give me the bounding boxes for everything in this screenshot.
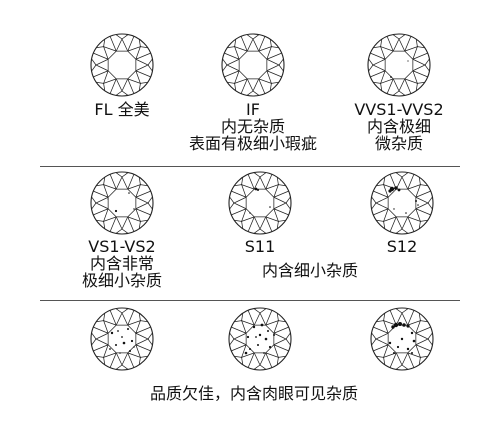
shared-caption: 内含细小杂质: [262, 261, 359, 280]
inclusion-dot: [135, 332, 137, 334]
inclusion-dot: [133, 208, 135, 210]
inclusion-dot: [255, 336, 257, 338]
grade-i1: [47, 306, 197, 372]
inclusion-dot: [268, 345, 272, 349]
inclusion-dot: [391, 325, 395, 329]
inclusion-dot: [252, 325, 256, 329]
inclusion-dot: [263, 352, 265, 354]
diamond-icon: [221, 33, 285, 97]
grade-si1: S11: [185, 170, 335, 255]
inclusion-dot: [110, 331, 114, 335]
grade-name: VVS1-VVS2: [354, 100, 444, 119]
inclusion-dot: [407, 60, 409, 62]
inclusion-dot: [273, 334, 275, 336]
inclusion-dot: [260, 323, 264, 327]
grade-fl: FL 全美: [47, 32, 197, 118]
divider: [40, 300, 460, 301]
inclusion-dot: [257, 344, 259, 346]
grade-description: 表面有极细小瑕疵: [188, 134, 317, 153]
grade-description: 微杂质: [374, 134, 423, 153]
inclusion-dot: [269, 206, 271, 208]
grade-label: IF 内无杂质 表面有极细小瑕疵: [178, 101, 328, 152]
grade-label: VVS1-VVS2 内含极细 微杂质: [324, 101, 474, 152]
inclusion-dot: [398, 322, 402, 326]
grade-name: S11: [244, 237, 276, 256]
inclusion-dot: [264, 337, 268, 341]
inclusion-dot: [129, 350, 131, 352]
inclusion-dot: [393, 322, 399, 328]
inclusion-dot: [411, 352, 413, 354]
diamond-icon: [367, 33, 431, 97]
inclusion-dot: [393, 352, 395, 354]
inclusion-dot: [388, 341, 392, 345]
diamond-icon: [228, 171, 292, 235]
inclusion-dot: [417, 204, 419, 206]
inclusion-dot: [400, 337, 404, 341]
inclusion-dot: [121, 336, 123, 338]
grade-vs: VS1-VS2 内含非常 极细小杂质: [47, 170, 197, 289]
inclusion-dot: [122, 341, 126, 345]
grade-description: 内含非常: [89, 254, 154, 273]
inclusion-dot: [406, 324, 410, 328]
grade-si2: S12: [327, 170, 477, 255]
inclusion-dot: [397, 188, 401, 192]
inclusion-dot: [406, 347, 410, 351]
grade-name: S12: [386, 237, 418, 256]
inclusion-dot: [257, 189, 259, 191]
grade-description: 内无杂质: [220, 117, 285, 136]
grade-i2: [185, 306, 335, 372]
grade-label: S12: [327, 238, 477, 255]
grade-label: S11: [185, 238, 335, 255]
inclusion-dot: [246, 335, 250, 339]
shared-caption: 品质欠佳，内含肉眼可见杂质: [150, 384, 359, 403]
grade-if: IF 内无杂质 表面有极细小瑕疵: [178, 32, 328, 152]
inclusion-dot: [388, 189, 392, 193]
inclusion-dot: [415, 200, 417, 202]
inclusion-dot: [267, 330, 269, 332]
inclusion-dot: [258, 333, 262, 337]
inclusion-dot: [117, 330, 119, 332]
inclusion-dot: [130, 339, 134, 343]
inclusion-dot: [115, 344, 117, 346]
inclusion-dot: [396, 345, 400, 349]
grade-description: 极细小杂质: [81, 271, 162, 290]
grade-label: VS1-VS2 内含非常 极细小杂质: [47, 238, 197, 289]
grade-name: IF: [246, 100, 260, 119]
inclusion-dot: [402, 323, 406, 327]
inclusion-dot: [410, 331, 414, 335]
inclusion-dot: [109, 348, 111, 350]
inclusion-dot: [249, 212, 251, 214]
inclusion-dot: [390, 76, 392, 78]
diamond-icon: [90, 171, 154, 235]
inclusion-dot: [244, 351, 248, 355]
grade-i3: [327, 306, 477, 372]
inclusion-dot: [133, 346, 135, 348]
grade-label: FL 全美: [47, 101, 197, 118]
inclusion-dot: [107, 198, 109, 200]
grade-name: FL 全美: [94, 100, 150, 119]
inclusion-dot: [249, 348, 251, 350]
grade-description: 内含极细: [366, 117, 431, 136]
grade-vvs: VVS1-VVS2 内含极细 微杂质: [324, 32, 474, 152]
inclusion-dot: [394, 186, 398, 190]
diamond-icon: [90, 33, 154, 97]
diamond-icon: [90, 307, 154, 371]
inclusion-dot: [119, 352, 121, 354]
diamond-icon: [370, 171, 434, 235]
inclusion-dot: [412, 339, 416, 343]
inclusion-dot: [127, 328, 129, 330]
grade-name: VS1-VS2: [88, 237, 156, 256]
inclusion-dot: [405, 212, 407, 214]
diamond-icon: [228, 307, 292, 371]
inclusion-dot: [393, 208, 395, 210]
inclusion-dot: [114, 209, 118, 213]
divider: [40, 166, 460, 167]
diamond-icon: [370, 307, 434, 371]
inclusion-dot: [128, 192, 130, 194]
inclusion-dot: [254, 187, 258, 191]
